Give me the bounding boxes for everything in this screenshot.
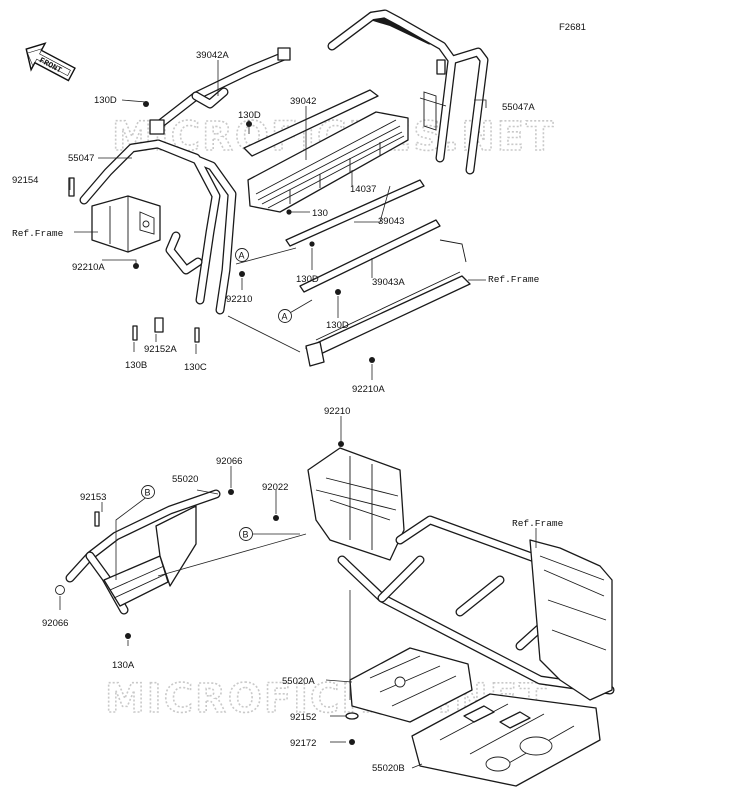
callout-92210A-b: 92210A: [352, 384, 385, 395]
callout-130C: 130C: [184, 362, 207, 373]
top-hardware: [68, 101, 375, 363]
callout-39043A: 39043A: [372, 277, 405, 288]
ref-marker-a2: A: [278, 309, 292, 323]
callout-39043: 39043: [378, 216, 404, 227]
callout-130A: 130A: [112, 660, 135, 671]
ref-marker-b1-label: B: [145, 488, 151, 498]
ref-marker-b1: B: [141, 485, 155, 499]
callout-14037: 14037: [350, 184, 376, 195]
callout-92210-b: 92210: [324, 406, 350, 417]
skid-plate-front: [349, 647, 473, 723]
figure-id: F2681: [559, 22, 586, 33]
rear-panel: [243, 89, 409, 213]
callout-92152: 92152: [290, 712, 316, 723]
callout-55047: 55047: [68, 153, 94, 164]
ref-marker-b2: B: [239, 527, 253, 541]
leader-lines: [59, 60, 537, 769]
callout-ref-frame-2: Ref.Frame: [488, 274, 540, 285]
ref-marker-b2-label: B: [243, 530, 249, 540]
callout-39042A: 39042A: [196, 50, 229, 61]
callout-92210A-a: 92210A: [72, 262, 105, 273]
callout-92153: 92153: [80, 492, 106, 503]
mount-bracket: [91, 195, 161, 253]
callout-130D-a: 130D: [94, 95, 117, 106]
lower-rails: [285, 179, 471, 367]
callout-55020B: 55020B: [372, 763, 405, 774]
callout-92022: 92022: [262, 482, 288, 493]
callout-92154: 92154: [12, 175, 38, 186]
ref-marker-a1: A: [235, 248, 249, 262]
callout-92066-b: 92066: [42, 618, 68, 629]
front-bumper: [55, 489, 234, 615]
main-frame: [307, 447, 615, 701]
bottom-hardware: [94, 441, 359, 745]
callout-92172: 92172: [290, 738, 316, 749]
callout-92152A: 92152A: [144, 344, 177, 355]
top-cross-tube: [149, 47, 291, 135]
callout-130B: 130B: [125, 360, 147, 371]
ref-marker-a2-label: A: [282, 312, 288, 322]
callout-130: 130: [312, 208, 328, 219]
callout-130D-b: 130D: [238, 110, 261, 121]
skid-plate-rear: [411, 693, 601, 787]
callout-130D-d: 130D: [326, 320, 349, 331]
callout-55020: 55020: [172, 474, 198, 485]
ref-marker-a1-label: A: [239, 251, 245, 261]
callout-ref-frame-1: Ref.Frame: [12, 228, 64, 239]
callout-130D-c: 130D: [296, 274, 319, 285]
callout-labels: 39042A 130D 130D 39042 55047A 55047 9215…: [12, 50, 564, 774]
callout-ref-frame-3: Ref.Frame: [512, 518, 564, 529]
callout-55047A: 55047A: [502, 102, 535, 113]
front-rops-hoop: [79, 139, 237, 315]
callout-92066-a: 92066: [216, 456, 242, 467]
front-arrow-icon: FRONT: [25, 42, 76, 82]
callout-92210-a: 92210: [226, 294, 252, 305]
callout-55020A: 55020A: [282, 676, 315, 687]
rear-rops-hoop: [327, 9, 489, 175]
callout-39042: 39042: [290, 96, 316, 107]
